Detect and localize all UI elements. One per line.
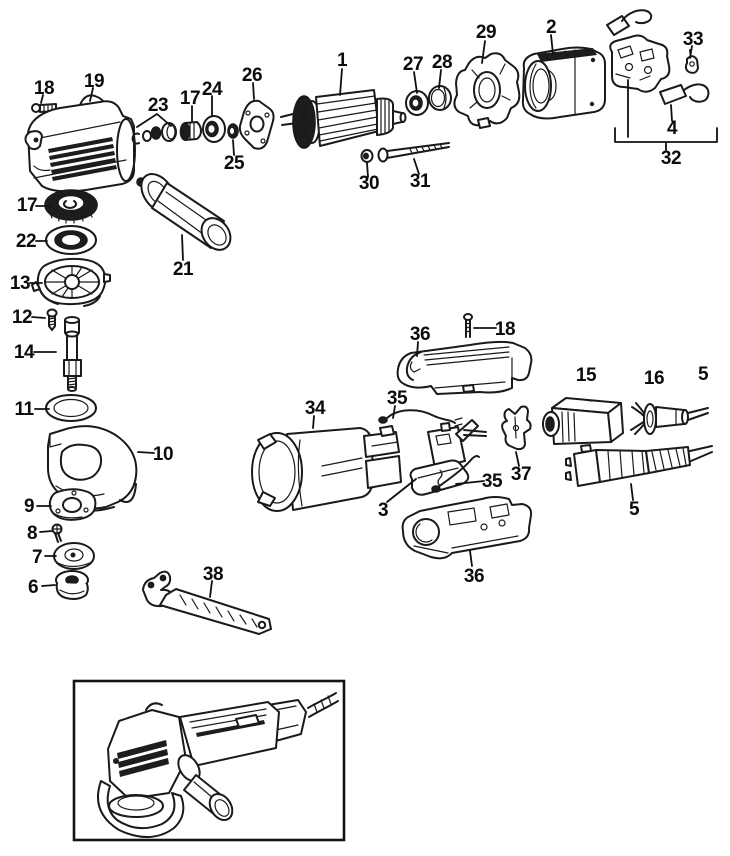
wire-illustration-35-upper [378, 409, 463, 427]
part-label-29: 29 [476, 22, 496, 43]
bearing-illustration-24 [202, 115, 226, 143]
part-label-3: 3 [378, 500, 388, 521]
retaining-ring-illustration-11 [45, 394, 97, 422]
pinion-gear-illustration-17-top [179, 121, 202, 141]
part-label-24: 24 [202, 79, 223, 100]
crown-gear-illustration-17-left [44, 189, 98, 224]
part-label-4: 4 [667, 118, 678, 139]
gear-housing-illustration-19 [24, 94, 136, 193]
washer-illustration-25 [227, 123, 239, 139]
part-label-12: 12 [12, 307, 32, 328]
part-label-8: 8 [27, 523, 37, 544]
part-label-36-top: 36 [410, 324, 430, 345]
cord-clamp-illustration-16 [630, 402, 689, 435]
switch-assembly-illustration-3 [409, 419, 487, 496]
baffle-plate-illustration-29 [453, 52, 521, 129]
screw-illustration-18-top [31, 103, 57, 113]
part-label-32: 32 [661, 148, 681, 169]
carbon-brush-illustration-4 [659, 83, 710, 105]
part-label-13: 13 [10, 273, 30, 294]
ring-set-illustration-23 [131, 122, 177, 145]
part-label-10: 10 [153, 444, 173, 465]
part-label-26: 26 [242, 65, 262, 86]
part-label-30: 30 [359, 173, 379, 194]
part-label-5-bottom: 5 [629, 499, 640, 520]
armature-illustration-1 [280, 89, 407, 149]
part-label-17-top: 17 [180, 88, 200, 109]
switch-illustration-15 [542, 397, 624, 445]
part-label-35-upper: 35 [387, 388, 408, 409]
washer-illustration-22 [45, 225, 97, 255]
part-label-15: 15 [576, 365, 597, 386]
carbon-brush-illustration-top [606, 9, 653, 36]
lock-nut-illustration-6 [55, 570, 89, 600]
housing-vent-slots [48, 137, 117, 181]
part-label-17-left: 17 [17, 195, 37, 216]
spanner-wrench-illustration-38 [142, 570, 272, 635]
part-label-38: 38 [203, 564, 223, 585]
screw-illustration-18-mid [463, 313, 473, 338]
part-label-2: 2 [546, 17, 556, 38]
part-label-6: 6 [28, 577, 38, 598]
part-label-25: 25 [224, 153, 245, 174]
part-label-11: 11 [14, 399, 34, 420]
inset-assembled-view [72, 679, 346, 842]
long-bolt-illustration-31 [377, 142, 450, 163]
motor-housing-illustration-34 [251, 425, 402, 512]
wire-illustration-35-lower [431, 455, 480, 493]
lock-lever-illustration-37 [501, 405, 532, 451]
part-label-33: 33 [683, 29, 703, 50]
ring-illustration-28 [428, 85, 452, 111]
part-label-35-lower: 35 [482, 471, 503, 492]
part-label-28: 28 [432, 52, 452, 73]
inner-flange-illustration-7 [53, 542, 95, 570]
cord-with-boot-illustration-5-bottom [565, 444, 713, 487]
part-label-34: 34 [305, 398, 326, 419]
handle-cover-illustration-36-top [396, 340, 533, 395]
part-label-1: 1 [337, 50, 348, 71]
washer-illustration-30 [360, 149, 374, 163]
part-label-36-bottom: 36 [464, 566, 484, 587]
part-labels: 18 19 23 17 24 26 25 1 27 28 29 2 33 4 3… [10, 17, 710, 598]
part-label-21: 21 [173, 259, 194, 280]
bearing-illustration-27 [405, 90, 429, 116]
brush-holder-assembly-illustration [609, 34, 671, 93]
mounting-plate-illustration-9 [48, 488, 97, 521]
screw-illustration-8 [51, 523, 63, 543]
part-label-27: 27 [403, 54, 423, 75]
part-label-7: 7 [32, 547, 42, 568]
screw-illustration-12 [46, 308, 58, 331]
power-cord-illustration-5-top [687, 407, 709, 421]
part-label-19: 19 [84, 71, 104, 92]
handle-cover-illustration-36-bottom [401, 496, 533, 560]
spindle-illustration-14 [63, 316, 82, 392]
part-label-23: 23 [148, 95, 168, 116]
part-label-18-mid: 18 [495, 319, 515, 340]
side-handle-illustration-21 [136, 173, 232, 251]
part-label-18-top: 18 [34, 78, 54, 99]
field-stator-illustration-2 [521, 46, 606, 120]
bearing-flange-illustration-13 [31, 257, 111, 307]
part-label-9: 9 [24, 496, 34, 517]
bearing-plate-illustration-26 [238, 99, 275, 150]
part-label-31: 31 [410, 171, 431, 192]
part-label-14: 14 [14, 342, 35, 363]
part-label-5-top: 5 [698, 364, 709, 385]
part-label-16: 16 [644, 368, 664, 389]
part-label-37: 37 [511, 464, 531, 485]
part-label-22: 22 [16, 231, 36, 252]
leader-lines [29, 34, 693, 598]
terminal-clip-illustration-33 [684, 49, 699, 74]
bracket-32 [614, 79, 718, 151]
